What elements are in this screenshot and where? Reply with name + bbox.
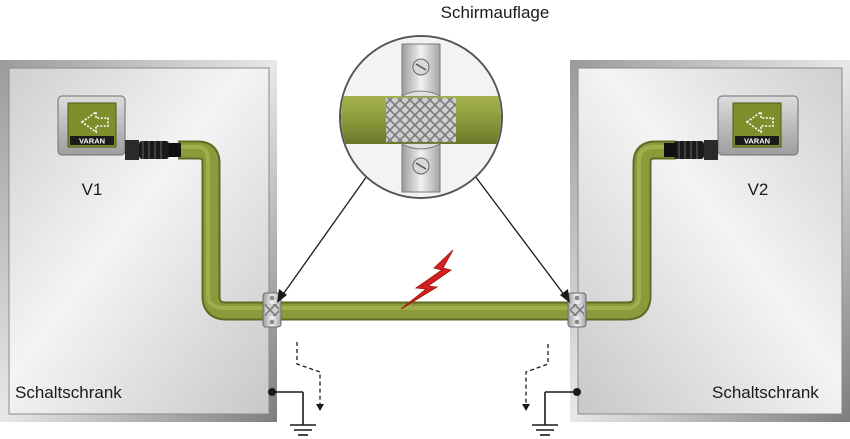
device-label-v2: V2 bbox=[748, 180, 769, 199]
diagram-title: Schirmauflage bbox=[441, 3, 550, 22]
current-path-arrow-left bbox=[296, 342, 321, 404]
ground-connection-right bbox=[532, 387, 581, 436]
arrowhead-current-right bbox=[522, 404, 530, 411]
device-v1: VARAN bbox=[57, 95, 181, 160]
screw-icon bbox=[412, 157, 430, 175]
arrowhead-current-left bbox=[316, 404, 324, 411]
zoom-detail-circle bbox=[339, 35, 503, 199]
ground-symbol-icon bbox=[290, 424, 316, 436]
screw-icon bbox=[412, 58, 430, 76]
zoom-pointer-lines bbox=[278, 175, 569, 301]
left-cabinet bbox=[0, 60, 277, 422]
shielded-cable bbox=[178, 140, 676, 321]
ground-symbol-icon bbox=[532, 424, 558, 436]
varan-logo-text: VARAN bbox=[744, 137, 770, 146]
shield-clamp-right bbox=[567, 292, 587, 328]
varan-logo-text: VARAN bbox=[79, 137, 105, 146]
shield-clamp-left bbox=[262, 292, 282, 328]
varan-logo-icon: VARAN bbox=[67, 102, 117, 148]
device-v2: VARAN bbox=[664, 95, 799, 160]
arrowhead-right bbox=[560, 289, 570, 303]
lightning-bolt-icon bbox=[400, 249, 454, 310]
cabinet-label-left: Schaltschrank bbox=[15, 383, 122, 402]
device-label-v1: V1 bbox=[82, 180, 103, 199]
arrowhead-left bbox=[277, 289, 287, 303]
cabinet-label-right: Schaltschrank bbox=[712, 383, 819, 402]
right-cabinet bbox=[570, 60, 850, 422]
ground-connection-left bbox=[267, 387, 316, 436]
current-path-arrow-right bbox=[525, 344, 549, 404]
varan-logo-icon: VARAN bbox=[732, 102, 782, 148]
